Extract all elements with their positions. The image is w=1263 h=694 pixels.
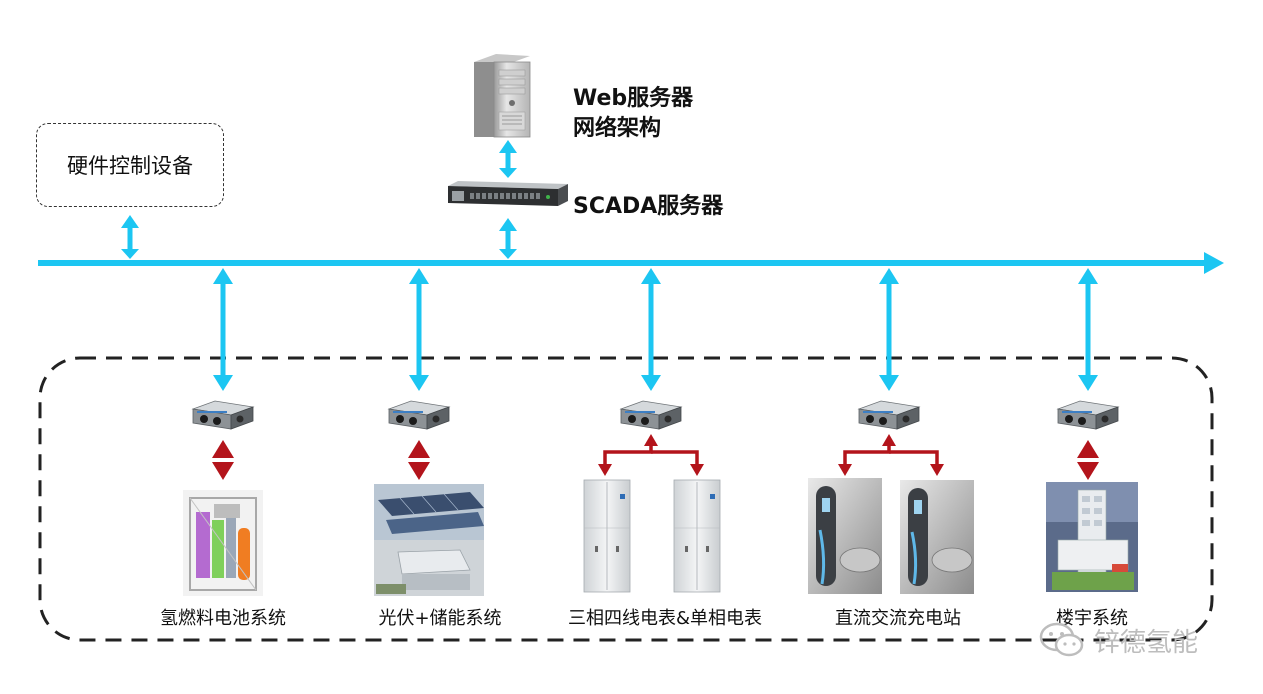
device-links — [212, 434, 1099, 480]
pv-storage-system-label: 光伏+储能系统 — [378, 608, 502, 629]
wechat-icon — [1039, 622, 1084, 657]
watermark: 锌德氢能 — [1038, 620, 1198, 660]
meter-cabinet-image — [673, 479, 721, 593]
hardware-control-device-box: 硬件控制设备 — [36, 123, 224, 207]
gateway-icon — [192, 400, 254, 430]
web-server-label: Web服务器 网络架构 — [573, 84, 693, 144]
web-server-tower-icon — [474, 54, 531, 138]
web-server-title: Web服务器 — [573, 86, 694, 111]
bus-arrowhead — [1204, 252, 1224, 274]
gateway-icon — [858, 400, 920, 430]
fuel-cell-system-image — [183, 490, 263, 596]
meter-system-label: 三相四线电表&单相电表 — [567, 608, 763, 629]
scada-server-label: SCADA服务器 — [573, 194, 724, 219]
charging-station-image — [808, 478, 882, 594]
bus-links — [121, 140, 1098, 391]
building-system-label: 楼宇系统 — [1056, 608, 1128, 629]
network-architecture-title: 网络架构 — [573, 116, 662, 141]
gateway-icon — [388, 400, 450, 430]
charging-station-label: 直流交流充电站 — [835, 608, 961, 629]
meter-cabinet-image — [583, 479, 631, 593]
pv-storage-system-image — [374, 484, 484, 596]
charging-station-image — [900, 480, 974, 594]
hardware-control-device-label: 硬件控制设备 — [67, 154, 193, 178]
fuel-cell-system-label: 氢燃料电池系统 — [160, 608, 286, 629]
gateway-icon — [1057, 400, 1119, 430]
gateway-icon — [620, 400, 682, 430]
field-devices-frame — [38, 356, 1214, 642]
watermark-text: 锌德氢能 — [1094, 627, 1199, 658]
building-system-image — [1046, 482, 1138, 592]
scada-rack-server-icon — [448, 181, 568, 206]
